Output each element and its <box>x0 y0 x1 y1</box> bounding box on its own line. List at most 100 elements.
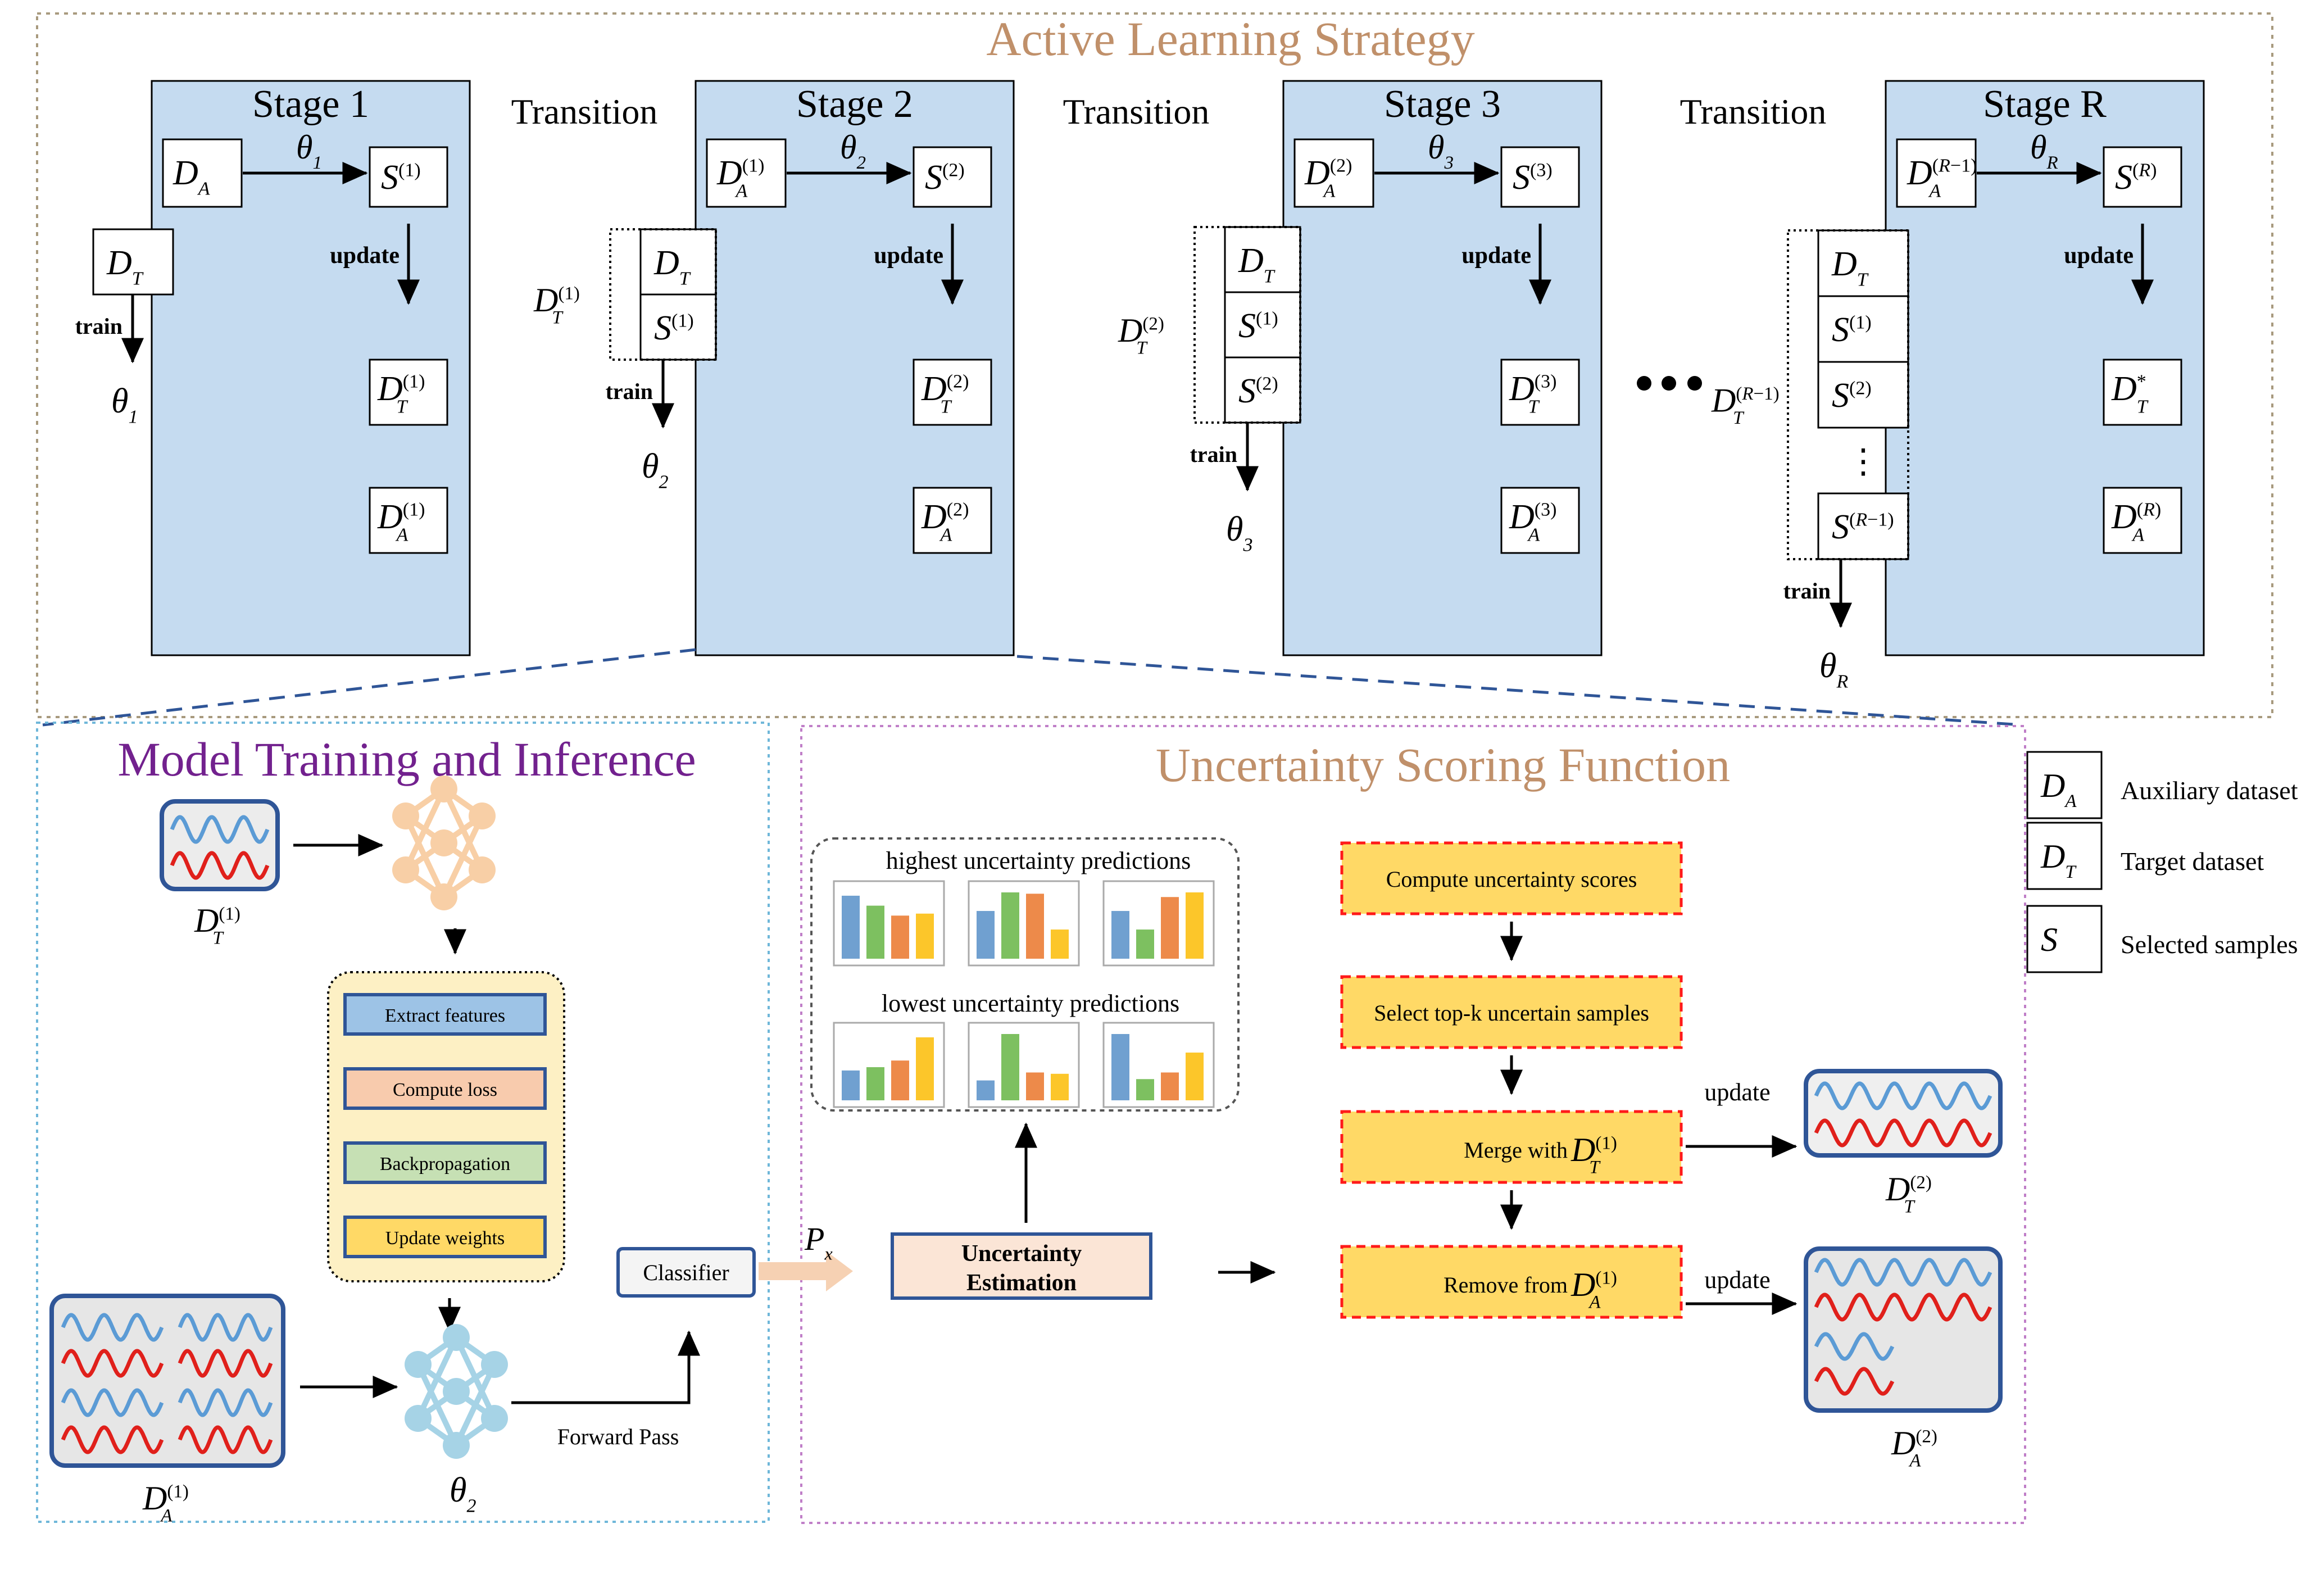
stage-1-train-theta-label-text: θ1 <box>111 382 138 428</box>
continuation-dot-3 <box>1687 376 1702 391</box>
model-network-top-icon-node-3 <box>430 776 457 802</box>
scoring-step-3-math-text: D(1)T <box>1570 1131 1617 1178</box>
stage-4-aux-out-label-text: D(R)A <box>2111 498 2161 545</box>
low-uncertainty-chart-3-bar-1 <box>1111 1034 1129 1100</box>
stage-1-selected-label-text: S(1) <box>381 158 421 197</box>
stage-3-aux-out-label: D(3)A <box>1509 498 1556 545</box>
stage-4-selected-label-text: S(R) <box>2115 158 2157 197</box>
stage-1-train-theta-label: θ1 <box>111 382 138 428</box>
stage-4-aux-out-box <box>2103 487 2182 554</box>
zoom-connector-left <box>42 648 696 727</box>
model-training-title: Model Training and Inference <box>117 732 696 786</box>
legend-2-symbol-text: DT <box>2040 838 2077 882</box>
stage-4-train-cell-5-label: S(R−1) <box>1832 508 1894 546</box>
model-target-card-wave-2 <box>170 851 270 880</box>
model-network-top-icon-node-6 <box>469 802 496 829</box>
remove-update-label: update <box>1704 1266 1770 1294</box>
continuation-dot-2 <box>1662 376 1676 391</box>
legend-1-symbol-box <box>2026 751 2103 819</box>
stage-1-update-label: update <box>330 243 400 269</box>
stage-3-combined-target-label: D(2)T <box>1118 312 1164 359</box>
stage-4-train-cell-3 <box>1817 361 1909 429</box>
low-uncertainty-chart-2-bar-2 <box>1001 1034 1019 1100</box>
scoring-step-2-label: Select top-k uncertain samples <box>1374 1000 1649 1026</box>
model-step-3-box <box>343 1141 547 1184</box>
stage-3-aux-out-label-text: D(3)A <box>1509 498 1556 545</box>
model-network-top-icon-node-2 <box>392 856 419 883</box>
model-network-top-icon-node-7 <box>469 856 496 883</box>
stage-4-title: Stage R <box>1983 83 2107 126</box>
model-aux-card-frame <box>49 1294 285 1468</box>
stage-3-selected-box <box>1500 146 1580 208</box>
low-uncertainty-chart-2 <box>968 1022 1080 1108</box>
legend-3-symbol: S <box>2041 921 2058 958</box>
stage-3-train-cell-3-label-text: S(2) <box>1238 372 1278 410</box>
stage-1-aux-box <box>162 138 243 208</box>
scoring-step-1-box <box>1340 841 1683 915</box>
stage-4-update-label: update <box>2064 243 2134 269</box>
model-network-bottom-icon-edge <box>453 1363 497 1447</box>
stage-2-selected-box <box>913 146 992 208</box>
stage-1-theta-label: θ1 <box>296 129 322 173</box>
stage-1-aux-out-label: D(1)A <box>377 498 425 545</box>
stage-4-train-cell-3-label-text: S(2) <box>1832 377 1872 415</box>
transition-label-1: Transition <box>511 92 658 131</box>
stage-4-train-cell-5-label-text: S(R−1) <box>1832 508 1894 546</box>
updated-target-label: D(2)T <box>1885 1171 1932 1217</box>
stage-3-title: Stage 3 <box>1384 83 1501 126</box>
model-aux-card-wave-1 <box>61 1313 164 1342</box>
updated-aux-card-wave-4 <box>1814 1367 1895 1396</box>
uncertainty-border <box>800 725 2026 1524</box>
updated-aux-card-wave-3 <box>1814 1332 1895 1361</box>
model-aux-card-wave-7 <box>61 1425 164 1454</box>
stage-4-theta-label-text: θR <box>2030 129 2058 173</box>
lowest-uncertainty-label: lowest uncertainty predictions <box>882 990 1179 1017</box>
high-uncertainty-chart-3 <box>1102 880 1215 967</box>
stage-3-train-cell-1-label-text: DT <box>1238 242 1276 287</box>
stage-2-train-cell-1-label: DT <box>653 244 691 289</box>
updated-target-label-text: D(2)T <box>1885 1171 1932 1217</box>
model-step-2-box <box>343 1067 547 1110</box>
legend-3-symbol-text: S <box>2041 921 2058 958</box>
scoring-step-4-math: D(1)A <box>1570 1266 1617 1313</box>
stage-1-train-cell-1-label-text: DT <box>106 244 144 289</box>
model-target-card <box>160 799 280 891</box>
stage-4-combined-target-label-text: D(R−1)T <box>1711 382 1780 429</box>
stage-2-combined-target-label-text: D(1)T <box>533 282 580 328</box>
legend-2-symbol-box <box>2026 822 2103 890</box>
high-uncertainty-chart-2-bar-1 <box>977 911 995 959</box>
model-step-4-box <box>343 1216 547 1258</box>
stage-2-aux-label-text: D(1)A <box>716 154 764 201</box>
model-aux-card <box>49 1294 285 1468</box>
stage-4-train-cell-2-label-text: S(1) <box>1832 311 1872 349</box>
stage-3-train-cell-3-label: S(2) <box>1238 372 1278 410</box>
stage-3-train-cell-1 <box>1224 226 1301 293</box>
high-uncertainty-chart-2-bar-3 <box>1026 894 1044 959</box>
stage-3-theta-label-text: θ3 <box>1428 129 1454 173</box>
stage-4-train-theta-label: θR <box>1819 647 1848 692</box>
model-network-top-icon-edge <box>441 814 485 899</box>
active-learning-panel: Active Learning Strategy <box>36 12 2273 718</box>
stage-4-selected-box <box>2103 146 2182 208</box>
model-forward-arrow <box>511 1330 700 1404</box>
low-uncertainty-chart-3 <box>1102 1022 1215 1108</box>
stage-1-selected-box <box>369 146 448 208</box>
model-theta-label: θ2 <box>450 1471 476 1517</box>
stage-2-selected-label: S(2) <box>925 158 965 197</box>
stage-3-update-label: update <box>1461 243 1531 269</box>
stage-3-theta-label: θ3 <box>1428 129 1454 173</box>
stage-3-aux-label-text: D(2)A <box>1304 154 1352 201</box>
scoring-step-3-label: Merge with <box>1464 1137 1568 1163</box>
model-network-bottom-icon-edge <box>415 1336 459 1420</box>
legend-3-text: Selected samples <box>2121 930 2298 959</box>
updated-target-card-wave-2 <box>1814 1118 1992 1148</box>
legend-1-text: Auxiliary dataset <box>2121 776 2298 805</box>
stage-3-selected-label: S(3) <box>1513 158 1553 197</box>
legend-2-text: Target dataset <box>2121 847 2264 876</box>
